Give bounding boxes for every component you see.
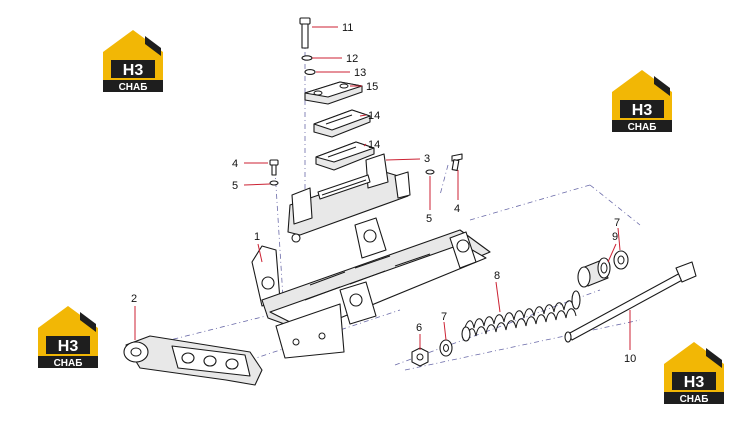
long-bolt-10 bbox=[564, 261, 697, 343]
callout-5-left: 5 bbox=[232, 180, 238, 192]
logo-mark: H3 bbox=[58, 338, 79, 355]
callout-12: 12 bbox=[346, 53, 358, 65]
frame-1 bbox=[251, 217, 491, 359]
bushing-9 bbox=[577, 257, 611, 288]
pad-14-lower bbox=[315, 141, 375, 171]
callout-7-right: 7 bbox=[614, 217, 620, 229]
washer-7-right bbox=[613, 250, 629, 270]
hinge-2 bbox=[123, 335, 263, 386]
callout-9: 9 bbox=[612, 231, 618, 243]
callout-15: 15 bbox=[366, 81, 378, 93]
bracket-3 bbox=[287, 153, 411, 243]
logo-bottom-right: H3 СНАБ bbox=[664, 342, 724, 405]
logo-caption: СНАБ bbox=[628, 122, 657, 133]
callout-4-right: 4 bbox=[454, 203, 460, 215]
bolt-4-right bbox=[451, 153, 463, 171]
callout-11: 11 bbox=[342, 22, 353, 34]
callout-13: 13 bbox=[354, 67, 366, 79]
callout-6: 6 bbox=[416, 322, 422, 334]
washer-12 bbox=[301, 55, 313, 61]
washer-7-left bbox=[439, 339, 453, 357]
logo-bottom-left: H3 СНАБ bbox=[38, 306, 98, 369]
callout-5-right: 5 bbox=[426, 213, 432, 225]
pad-14-upper bbox=[313, 109, 371, 138]
spring-8 bbox=[461, 290, 581, 342]
callout-10: 10 bbox=[624, 353, 636, 365]
callout-3: 3 bbox=[424, 153, 430, 165]
clamp-plate-15 bbox=[304, 81, 363, 105]
callout-4-left: 4 bbox=[232, 158, 238, 170]
callout-labels: 11 12 13 15 14 14 3 4 5 5 4 1 2 9 7 8 7 … bbox=[131, 22, 636, 365]
bolt-11 bbox=[299, 17, 311, 49]
logo-top-left: H3 СНАБ bbox=[103, 30, 163, 93]
leader-lines bbox=[134, 26, 631, 350]
washer-5-left bbox=[269, 180, 279, 186]
nut-6 bbox=[411, 347, 429, 367]
logo-mark: H3 bbox=[632, 102, 653, 119]
logo-mark: H3 bbox=[684, 374, 705, 391]
washer-5-right bbox=[425, 169, 435, 175]
bolt-4-left bbox=[269, 159, 279, 176]
spring-washer-13 bbox=[304, 69, 316, 75]
logo-top-right: H3 СНАБ bbox=[612, 70, 672, 133]
assembly-centerlines bbox=[149, 40, 641, 371]
logo-mark: H3 bbox=[123, 62, 144, 79]
callout-2: 2 bbox=[131, 293, 137, 305]
logo-caption: СНАБ bbox=[680, 394, 709, 405]
callout-1: 1 bbox=[254, 231, 260, 243]
callout-8: 8 bbox=[494, 270, 500, 282]
callout-7-left: 7 bbox=[441, 311, 447, 323]
callout-14-upper: 14 bbox=[368, 110, 380, 122]
logo-caption: СНАБ bbox=[54, 358, 83, 369]
logo-caption: СНАБ bbox=[119, 82, 148, 93]
callout-14-lower: 14 bbox=[368, 139, 380, 151]
